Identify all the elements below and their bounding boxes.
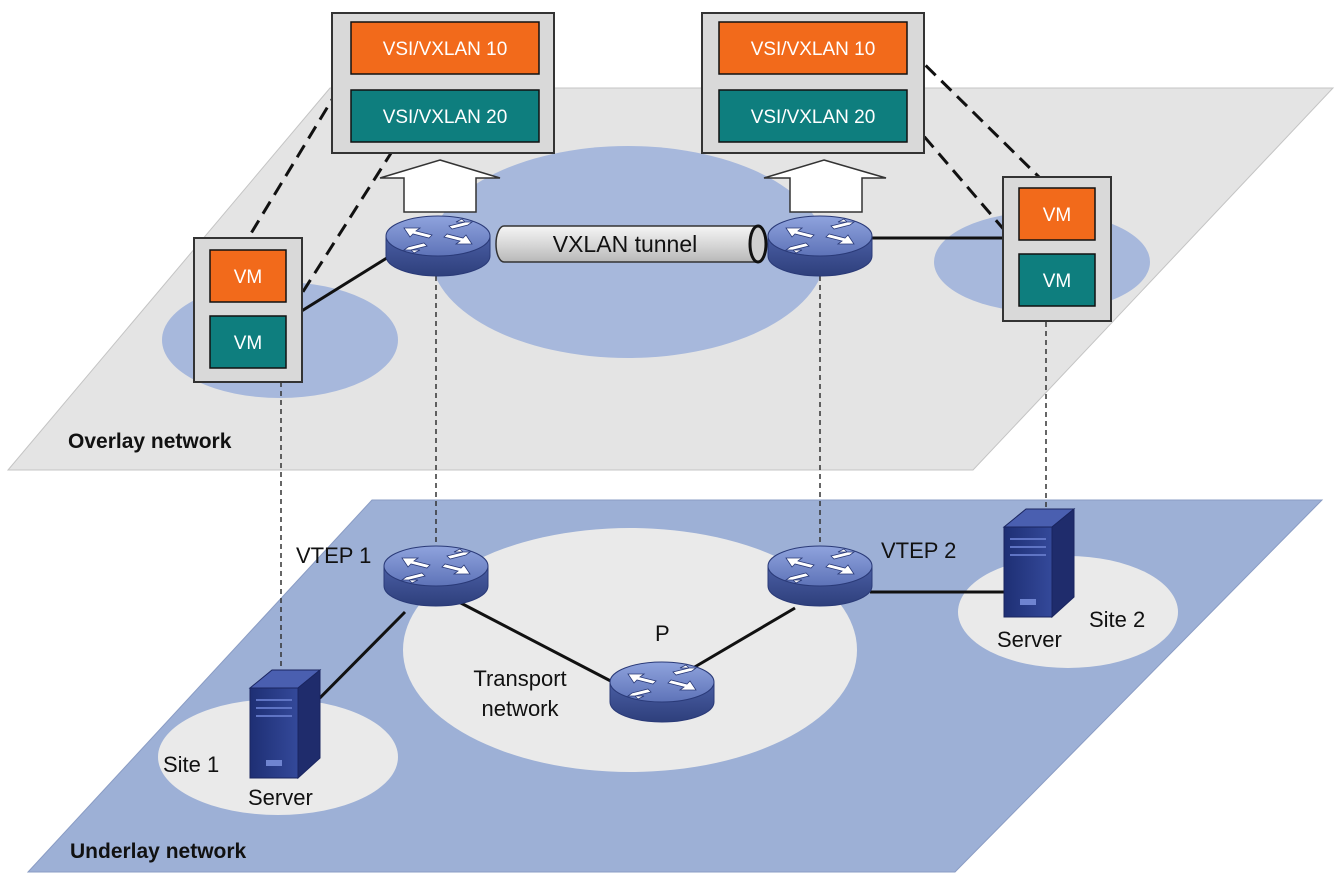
vsi-box-vxlan10-left bbox=[350, 21, 540, 75]
mapping-lines bbox=[280, 276, 1047, 682]
p-router-icon bbox=[609, 661, 715, 723]
vsi-group-left: VSI/VXLAN 10 VSI/VXLAN 20 bbox=[331, 12, 555, 154]
up-arrow-left-icon bbox=[379, 159, 501, 213]
site1-label: Site 1 bbox=[163, 752, 219, 777]
site2-server-icon bbox=[1003, 508, 1075, 618]
transport-network-area bbox=[403, 528, 857, 772]
vm-box-top-left bbox=[209, 249, 287, 303]
up-arrow-right-icon bbox=[763, 159, 887, 213]
overlay-router-right-icon bbox=[767, 215, 873, 277]
underlay-network-label: Underlay network bbox=[70, 840, 247, 863]
site2-label: Site 2 bbox=[1089, 607, 1145, 632]
vm-label-top-right: VM bbox=[1043, 205, 1072, 226]
vm-box-top-right bbox=[1018, 187, 1096, 241]
vm-label-top-left: VM bbox=[234, 267, 263, 288]
site1-server-label: Server bbox=[248, 785, 313, 810]
overlay-network-label: Overlay network bbox=[68, 430, 232, 453]
p-router-label: P bbox=[655, 621, 670, 646]
vxlan-tunnel-label: VXLAN tunnel bbox=[553, 231, 697, 257]
vtep1-label: VTEP 1 bbox=[296, 543, 371, 568]
vtep2-label: VTEP 2 bbox=[881, 538, 956, 563]
overlay-links bbox=[299, 236, 1002, 314]
vsi-box-vxlan20-left bbox=[350, 89, 540, 143]
site2-server-label: Server bbox=[997, 627, 1062, 652]
overlay-router-left-icon bbox=[385, 215, 491, 277]
vsi-label-vxlan10-left: VSI/VXLAN 10 bbox=[383, 39, 508, 60]
vtep1-router-icon bbox=[383, 545, 489, 607]
vsi-box-vxlan10-right bbox=[718, 21, 908, 75]
vsi-label-vxlan10-right: VSI/VXLAN 10 bbox=[751, 39, 876, 60]
vsi-group-right: VSI/VXLAN 10 VSI/VXLAN 20 bbox=[701, 12, 925, 154]
vsi-label-vxlan20-left: VSI/VXLAN 20 bbox=[383, 107, 508, 128]
vm-box-bottom-right bbox=[1018, 253, 1096, 307]
vm-label-bottom-left: VM bbox=[234, 333, 263, 354]
vm-group-right: VM VM bbox=[1002, 176, 1112, 322]
vm-label-bottom-right: VM bbox=[1043, 271, 1072, 292]
vm-group-left: VM VM bbox=[193, 237, 303, 383]
vtep2-router-icon bbox=[767, 545, 873, 607]
site1-server-icon bbox=[249, 669, 321, 779]
vm-box-bottom-left bbox=[209, 315, 287, 369]
vsi-box-vxlan20-right bbox=[718, 89, 908, 143]
vsi-label-vxlan20-right: VSI/VXLAN 20 bbox=[751, 107, 876, 128]
transport-network-label-line2: network bbox=[481, 696, 559, 721]
vxlan-tunnel: VXLAN tunnel bbox=[495, 224, 768, 264]
transport-network-label-line1: Transport bbox=[473, 666, 566, 691]
